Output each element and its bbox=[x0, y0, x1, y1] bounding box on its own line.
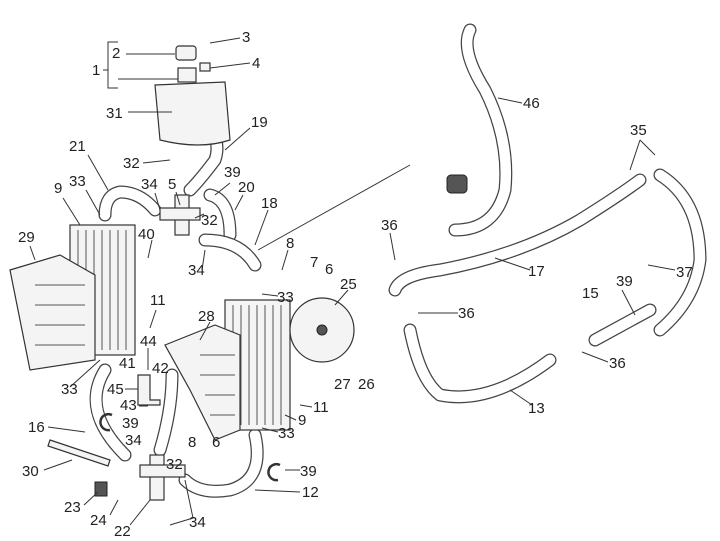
label: 8 bbox=[188, 434, 196, 451]
label: 32 bbox=[201, 212, 218, 229]
label: 40 bbox=[138, 226, 155, 243]
part-labels: 1 2 3 4 46 31 19 35 21 32 39 33 34 5 20 … bbox=[18, 29, 693, 540]
clamp-39 bbox=[99, 412, 281, 482]
label: 25 bbox=[340, 276, 357, 293]
strip-30 bbox=[47, 439, 111, 467]
hose-16 bbox=[89, 363, 132, 462]
label: 34 bbox=[141, 176, 158, 193]
label: 39 bbox=[616, 273, 633, 290]
hose-21 bbox=[98, 185, 162, 222]
label: 37 bbox=[676, 264, 693, 281]
label: 4 bbox=[252, 55, 260, 72]
hose-46 bbox=[448, 23, 513, 237]
label: 6 bbox=[325, 261, 333, 278]
hose-20 bbox=[203, 188, 237, 242]
label: 33 bbox=[69, 173, 86, 190]
label: 13 bbox=[528, 400, 545, 417]
hose-18 bbox=[198, 233, 262, 272]
hose-15 bbox=[588, 303, 657, 347]
label: 36 bbox=[381, 217, 398, 234]
label: 36 bbox=[458, 305, 475, 322]
label: 36 bbox=[609, 355, 626, 372]
hose-17 bbox=[388, 173, 647, 297]
label: 46 bbox=[523, 95, 540, 112]
label: 24 bbox=[90, 512, 107, 529]
label: 16 bbox=[28, 419, 45, 436]
hose-small bbox=[153, 368, 179, 457]
connector-36 bbox=[446, 174, 468, 194]
label: 6 bbox=[212, 434, 220, 451]
label: 34 bbox=[125, 432, 142, 449]
sensor-23 bbox=[94, 481, 108, 497]
label: 29 bbox=[18, 229, 35, 246]
label: 30 bbox=[22, 463, 39, 480]
label: 12 bbox=[302, 484, 319, 501]
cover-right bbox=[164, 324, 241, 441]
label: 26 bbox=[358, 376, 375, 393]
label: 34 bbox=[188, 262, 205, 279]
label: 34 bbox=[189, 514, 206, 531]
t-fitting-lower bbox=[139, 454, 186, 501]
label: 32 bbox=[166, 456, 183, 473]
fan bbox=[289, 297, 355, 363]
label: 41 bbox=[119, 355, 136, 372]
label: 33 bbox=[61, 381, 78, 398]
label: 45 bbox=[107, 381, 124, 398]
label: 33 bbox=[278, 425, 295, 442]
label: 35 bbox=[630, 122, 647, 139]
hose-13 bbox=[403, 323, 557, 404]
label: 9 bbox=[298, 412, 306, 429]
label: 8 bbox=[286, 235, 294, 252]
hose-37 bbox=[653, 168, 707, 337]
label: 18 bbox=[261, 195, 278, 212]
leader-lines bbox=[29, 37, 676, 526]
label: 7 bbox=[310, 254, 318, 271]
label: 19 bbox=[251, 114, 268, 131]
label: 43 bbox=[120, 397, 137, 414]
label: 2 bbox=[112, 45, 120, 62]
label: 31 bbox=[106, 105, 123, 122]
label: 27 bbox=[334, 376, 351, 393]
label: 39 bbox=[300, 463, 317, 480]
label: 21 bbox=[69, 138, 86, 155]
label: 1 bbox=[92, 62, 100, 79]
label: 23 bbox=[64, 499, 81, 516]
label: 17 bbox=[528, 263, 545, 280]
label: 39 bbox=[122, 415, 139, 432]
label: 28 bbox=[198, 308, 215, 325]
expansion-tank bbox=[154, 45, 231, 146]
label: 11 bbox=[150, 292, 166, 309]
cover-left bbox=[9, 254, 96, 371]
label: 32 bbox=[123, 155, 140, 172]
label: 3 bbox=[242, 29, 250, 46]
label: 22 bbox=[114, 523, 131, 540]
label: 42 bbox=[152, 360, 169, 377]
label: 39 bbox=[224, 164, 241, 181]
hose-12 bbox=[178, 428, 264, 498]
label: 15 bbox=[582, 285, 599, 302]
bracket-45 bbox=[137, 374, 161, 406]
label: 33 bbox=[277, 289, 294, 306]
label: 9 bbox=[54, 180, 62, 197]
t-fitting-upper bbox=[159, 194, 201, 236]
label: 5 bbox=[168, 176, 176, 193]
label: 44 bbox=[140, 333, 157, 350]
label: 20 bbox=[238, 179, 255, 196]
label: 11 bbox=[313, 399, 329, 416]
